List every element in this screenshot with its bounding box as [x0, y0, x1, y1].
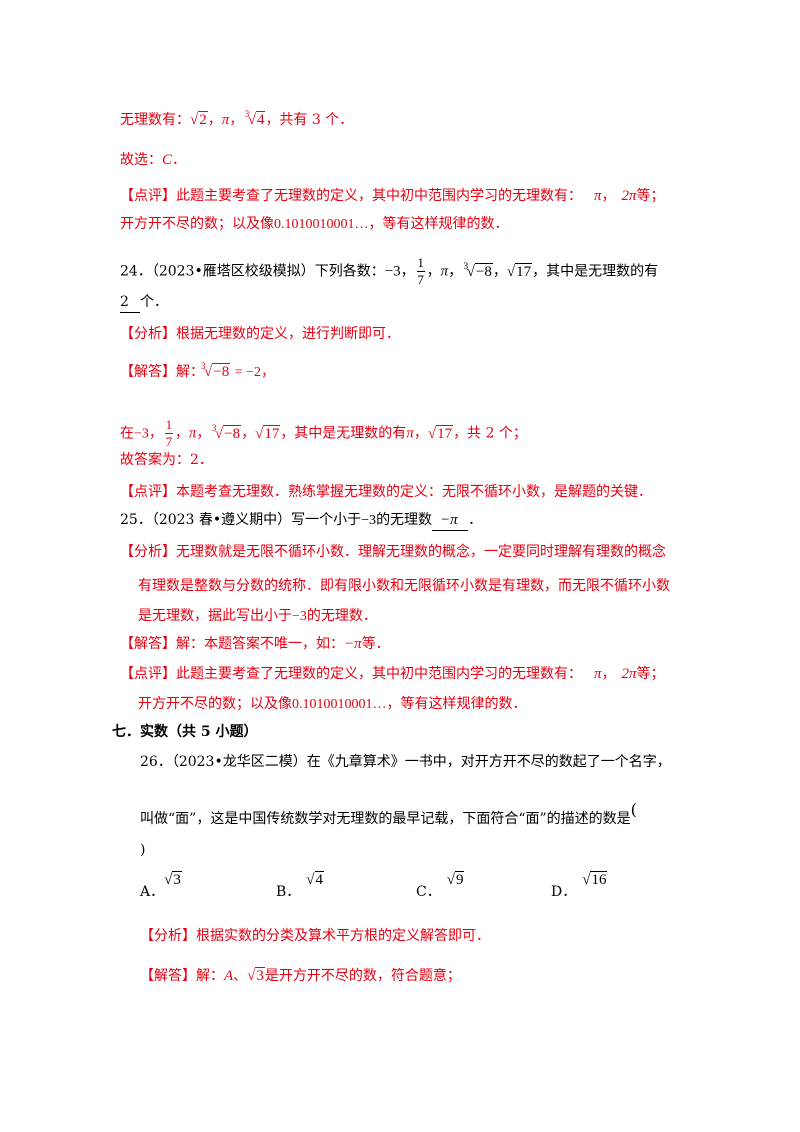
answer-blank-24: 2 [120, 292, 140, 313]
cbrt-4: 3√4 [244, 109, 266, 128]
solution-25: 【解答】解：本题答案不唯一，如：−π等． [120, 636, 390, 652]
question-26-l1: 26．（2023•龙华区二模）在《九章算术》一书中，对开方开不尽的数起了一个名字… [140, 754, 671, 770]
analysis-24: 【分析】根据无理数的定义，进行判断即可． [120, 326, 400, 342]
option-b[interactable]: B．√4 [276, 871, 325, 900]
solution-26: 【解答】解：A、√3是开方开不尽的数，符合题意； [140, 967, 461, 984]
section-heading: 七．实数（共 5 小题） [112, 724, 258, 740]
option-a[interactable]: A．√3 [140, 871, 182, 900]
sqrt-16: √16 [582, 871, 608, 888]
analysis-26: 【分析】根据实数的分类及算术平方根的定义解答即可． [140, 928, 490, 944]
line-comment-2: 开方开不尽的数；以及像0.1010010001…，等有这样规律的数． [120, 216, 509, 232]
analysis-25-l2: 有理数是整数与分数的统称．即有限小数和无限循环小数是有理数，而无限不循环小数 [138, 578, 670, 594]
sqrt-9: √9 [446, 871, 465, 888]
comment-24: 【点评】本题考查无理数．熟练掌握无理数的定义：无限不循环小数，是解题的关键． [120, 484, 652, 500]
solution-24: 【解答】解：3√−8 = −2， [120, 361, 275, 380]
sqrt-2: √2 [190, 111, 208, 128]
line-choice: 故选：C． [120, 152, 187, 168]
option-c[interactable]: C．√9 [416, 871, 465, 900]
sqrt-17: √17 [427, 424, 454, 442]
sqrt-17: √17 [255, 424, 281, 442]
question-26-l2: 叫做“面”，这是中国传统数学对无理数的最早记载，下面符合“面”的描述的数是( [140, 800, 637, 827]
sqrt-3: √3 [164, 871, 182, 888]
sqrt-3: √3 [247, 967, 265, 984]
question-25: 25．（2023 春•遵义期中）写一个小于−3的无理数−π． [120, 510, 482, 531]
sqrt-17: √17 [506, 262, 533, 280]
question-26-close-paren: ) [140, 842, 146, 858]
answer-blank-25: −π [432, 510, 469, 531]
cbrt-neg8: 3√−8 [211, 422, 242, 442]
line-comment-1: 【点评】此题主要考查了无理数的定义，其中初中范围内学习的无理数有：π，2π等； [120, 188, 665, 204]
sqrt-4: √4 [306, 871, 325, 888]
comment-25-l1: 【点评】此题主要考查了无理数的定义，其中初中范围内学习的无理数有：π，2π等； [120, 666, 665, 682]
cbrt-neg8: 3√−8 [201, 361, 231, 380]
cbrt-neg8: 3√−8 [463, 260, 493, 280]
analysis-25-l3: 是无理数，据此写出小于−3的无理数． [138, 608, 377, 624]
answer-24: 故答案为：2． [120, 452, 213, 468]
analysis-25-l1: 【分析】无理数就是无限不循环小数．理解无理数的概念，一定要同时理解有理数的概念 [120, 544, 666, 560]
option-d[interactable]: D．√16 [551, 871, 608, 900]
comment-25-l2: 开方开不尽的数；以及像0.1010010001…，等有这样规律的数． [138, 696, 527, 712]
line-irrational-list: 无理数有：√2，π， 3√4，共有 3 个． [120, 109, 354, 128]
